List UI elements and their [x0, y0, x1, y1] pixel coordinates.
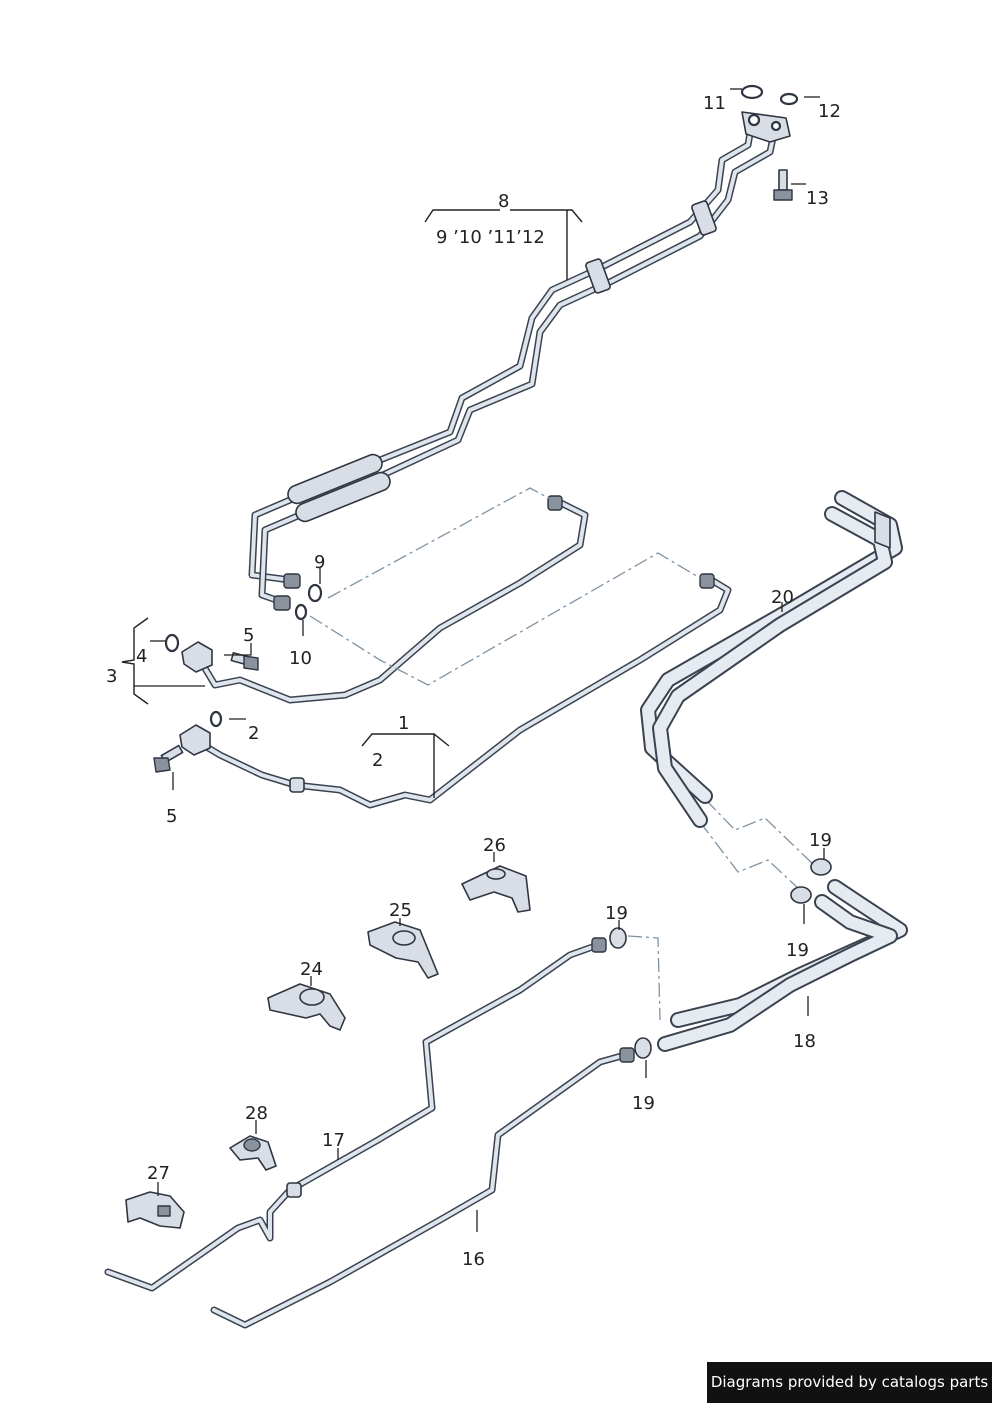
callout-11: 11 — [703, 93, 726, 114]
callout-16: 16 — [462, 1249, 485, 1270]
callout-17: 17 — [322, 1130, 345, 1151]
callout-10: 10 — [289, 648, 312, 669]
hose-18 — [657, 879, 908, 1052]
pipe-17 — [104, 937, 607, 1292]
pipe-assembly-8 — [248, 111, 791, 611]
callout-19-d: 19 — [632, 1093, 655, 1114]
callout-8-components: 9 ’10 ’11’12 — [436, 227, 545, 248]
leader-lines — [121, 88, 825, 1232]
bracket-24 — [267, 983, 346, 1031]
callout-27: 27 — [147, 1163, 170, 1184]
o-ring-10 — [294, 603, 308, 621]
o-ring-2 — [209, 710, 223, 728]
bolt-5-upper — [230, 652, 259, 671]
callout-4: 4 — [136, 646, 147, 667]
callout-2-upper: 2 — [248, 723, 259, 744]
bracket-27 — [125, 1191, 185, 1229]
callout-26: 26 — [483, 835, 506, 856]
o-ring-11 — [740, 84, 764, 100]
callout-9: 9 — [314, 552, 325, 573]
callout-25: 25 — [389, 900, 412, 921]
bracket-25 — [367, 921, 439, 979]
bolt-5-lower — [153, 744, 184, 773]
credit-banner: Diagrams provided by catalogs parts — [707, 1362, 992, 1403]
callout-3: 3 — [106, 666, 117, 687]
o-ring-12 — [779, 92, 799, 106]
callout-19-c: 19 — [605, 903, 628, 924]
callout-8: 8 — [498, 191, 509, 212]
callout-18: 18 — [793, 1031, 816, 1052]
callout-28: 28 — [245, 1103, 268, 1124]
bracket-28 — [229, 1135, 277, 1171]
callout-2-lower: 2 — [372, 750, 383, 771]
o-ring-4 — [164, 633, 180, 653]
bolt-13 — [773, 169, 793, 201]
callout-5-lower: 5 — [166, 806, 177, 827]
callout-13: 13 — [806, 188, 829, 209]
callout-1: 1 — [398, 713, 409, 734]
callout-12: 12 — [818, 101, 841, 122]
callout-20: 20 — [771, 587, 794, 608]
pipe-1 — [179, 573, 732, 809]
callout-24: 24 — [300, 959, 323, 980]
pipe-3 — [181, 495, 589, 704]
hose-clamp-19-b — [790, 886, 812, 904]
pipe-16 — [210, 1047, 635, 1329]
callout-5-upper: 5 — [243, 625, 254, 646]
callout-19-a: 19 — [809, 830, 832, 851]
bracket-26 — [461, 865, 531, 913]
hose-clamp-19-c — [609, 927, 627, 949]
hose-20 — [640, 490, 903, 828]
hose-clamp-19-d — [634, 1037, 652, 1059]
callout-labels: 1 2 2 3 4 5 5 8 9 ’10 ’11’12 9 10 11 12 … — [106, 93, 841, 1270]
connection-lines — [309, 487, 816, 1021]
hose-clamp-19-a — [810, 858, 832, 876]
callout-19-b: 19 — [786, 940, 809, 961]
o-ring-9 — [307, 583, 323, 603]
